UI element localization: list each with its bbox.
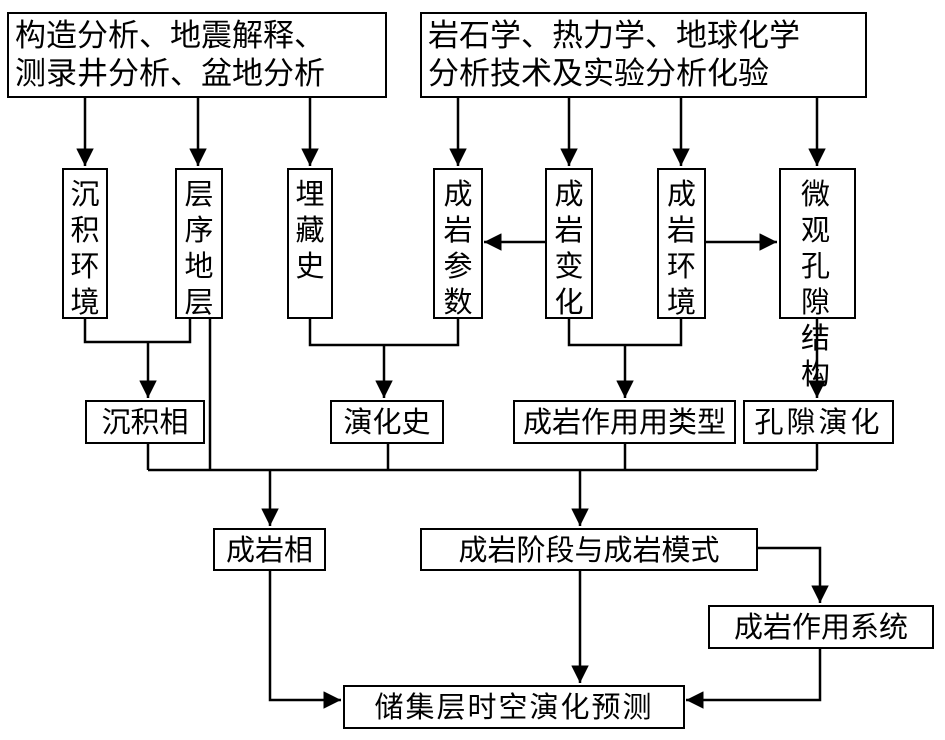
connector xyxy=(308,318,460,347)
label: 成岩环境 xyxy=(666,177,696,319)
label: 层序地层 xyxy=(184,177,214,319)
label: 沉积相 xyxy=(101,405,189,439)
source-box-lab: 岩石学、热力学、地球化学 分析技术及实验分析化验 xyxy=(420,12,867,98)
label: 成岩参数 xyxy=(443,177,473,319)
source-line: 构造分析、地震解释、 xyxy=(15,18,325,54)
box-diag-type: 成岩作用用类型 xyxy=(513,400,736,444)
box-pore-evol: 孔隙演化 xyxy=(743,400,894,444)
box-diag-params: 成岩参数 xyxy=(433,168,483,319)
box-diag-system: 成岩作用系统 xyxy=(708,605,934,649)
box-burial: 埋藏史 xyxy=(287,168,333,319)
arrow xyxy=(757,546,829,603)
arrow xyxy=(268,570,341,709)
box-diag-change: 成岩变化 xyxy=(545,168,593,319)
box-diag-stage: 成岩阶段与成岩模式 xyxy=(420,528,758,571)
connector xyxy=(567,318,683,347)
source-line: 岩石学、热力学、地球化学 xyxy=(428,18,800,54)
label: 成岩作用用类型 xyxy=(522,405,726,439)
source-box-geology: 构造分析、地震解释、 测录井分析、盆地分析 xyxy=(7,12,387,98)
label: 成岩变化 xyxy=(554,177,584,319)
label: 埋藏史 xyxy=(295,177,325,283)
box-micro-pore: 微观孔隙结构 xyxy=(779,168,856,391)
label: 沉积环境 xyxy=(70,177,100,319)
source-line: 分析技术及实验分析化验 xyxy=(428,56,769,92)
arrow xyxy=(686,648,822,709)
box-diag-facies: 成岩相 xyxy=(213,528,326,571)
label: 储集层时空演化预测 xyxy=(374,690,654,724)
label: 成岩阶段与成岩模式 xyxy=(458,532,720,567)
label: 演化史 xyxy=(343,405,431,439)
box-evolution: 演化史 xyxy=(330,400,444,444)
box-diag-env: 成岩环境 xyxy=(657,168,706,319)
label: 成岩相 xyxy=(225,532,313,567)
box-sequence: 层序地层 xyxy=(175,168,223,319)
box-sed-env: 沉积环境 xyxy=(62,168,108,319)
connector xyxy=(83,318,192,344)
box-prediction: 储集层时空演化预测 xyxy=(343,685,685,729)
label: 孔隙演化 xyxy=(754,405,883,439)
box-sed-facies: 沉积相 xyxy=(85,400,205,444)
label: 微观孔隙结构 xyxy=(800,177,834,391)
source-line: 测录井分析、盆地分析 xyxy=(15,56,325,92)
label: 成岩作用系统 xyxy=(733,610,908,644)
